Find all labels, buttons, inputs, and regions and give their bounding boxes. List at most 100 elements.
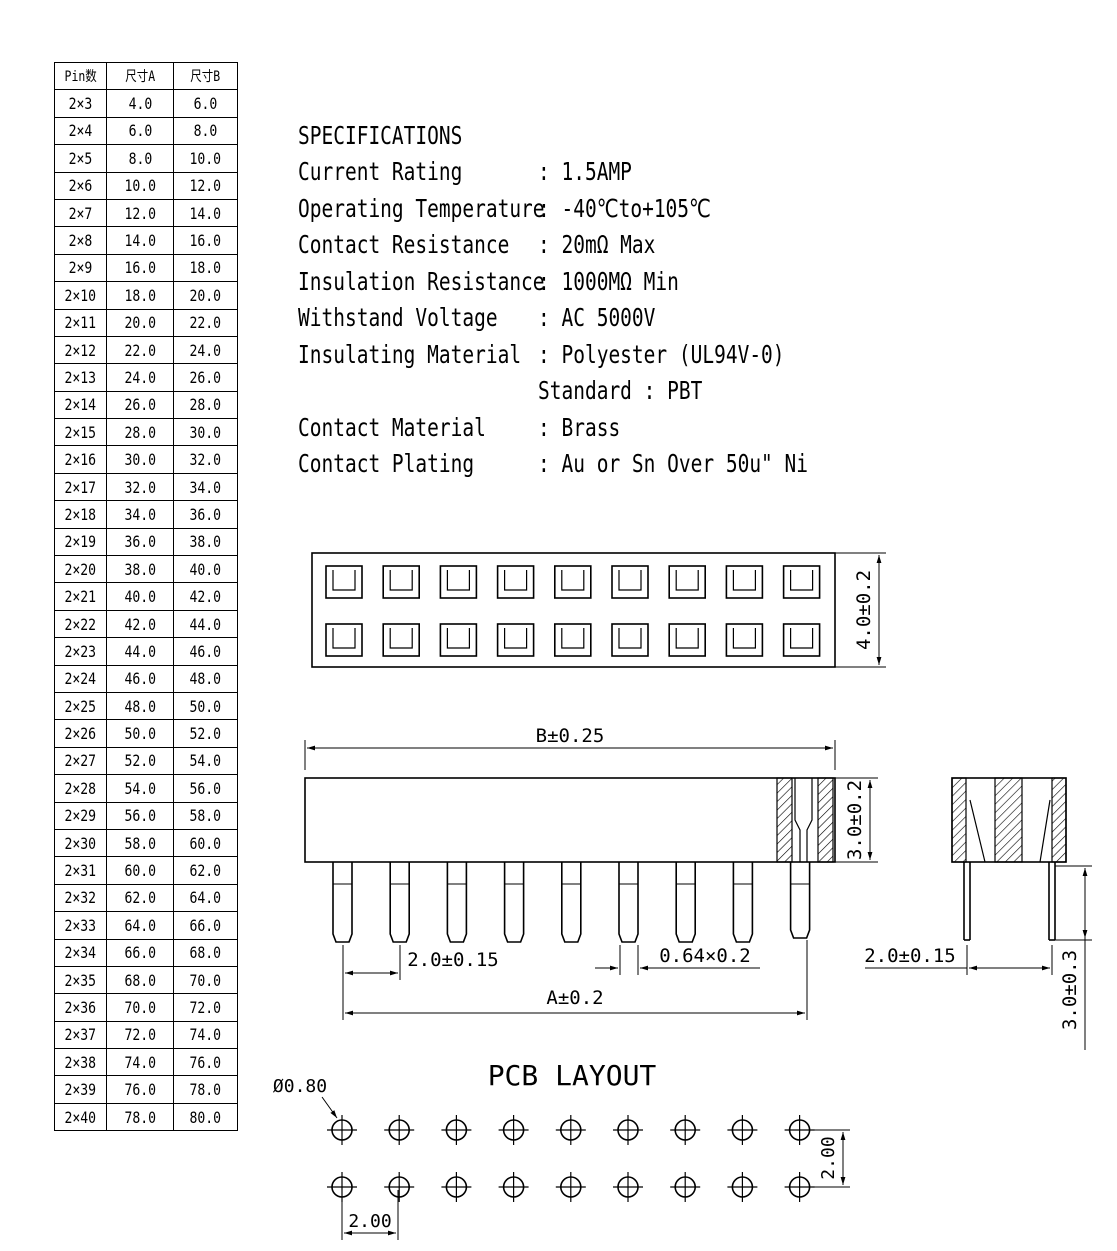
contact-cavity xyxy=(496,565,535,599)
pin-count-cell: 2×16 xyxy=(54,445,107,474)
size-a-cell: 44.0 xyxy=(106,637,174,666)
side-tail-label: 3.0±0.3 xyxy=(1059,950,1081,1030)
spec-value: : Au or Sn Over 50u" Ni xyxy=(538,449,809,478)
side-view xyxy=(865,777,1092,1050)
header-pin-count: Pin数 xyxy=(54,61,107,91)
pin-count-cell: 2×25 xyxy=(54,691,107,721)
contact-cavity xyxy=(553,565,592,599)
spec-value: : Polyester (UL94V-0) xyxy=(538,339,785,369)
spec-value: : 1.5AMP xyxy=(538,157,632,186)
contact-cavity xyxy=(439,623,478,657)
contact-cavity xyxy=(725,623,764,657)
size-a-cell: 18.0 xyxy=(106,281,174,310)
pin xyxy=(332,862,353,943)
size-a-cell: 20.0 xyxy=(106,308,174,337)
pin-count-cell: 2×36 xyxy=(54,993,107,1022)
pin-count-cell: 2×12 xyxy=(54,335,107,365)
size-a-cell: 62.0 xyxy=(106,883,174,913)
size-b-cell: 22.0 xyxy=(173,308,238,337)
pcb-hole xyxy=(384,1115,415,1145)
contact-cavity xyxy=(439,565,478,599)
spec-row: Withstand Voltage: AC 5000V xyxy=(298,300,655,337)
spec-value: : AC 5000V xyxy=(538,303,656,332)
pcb-hole xyxy=(555,1172,586,1202)
spec-value: : -40℃to+105℃ xyxy=(538,193,711,223)
pcb-hole xyxy=(555,1115,586,1145)
size-b-cell: 24.0 xyxy=(173,335,238,365)
size-a-cell: 64.0 xyxy=(106,911,174,940)
contact-cavity xyxy=(325,623,363,657)
size-a-cell: 6.0 xyxy=(106,116,174,146)
size-a-cell: 34.0 xyxy=(106,500,174,529)
size-b-cell: 34.0 xyxy=(173,472,238,502)
size-a-cell: 8.0 xyxy=(106,144,174,173)
pin-count-cell: 2×17 xyxy=(54,472,107,502)
pcb-hole xyxy=(727,1172,758,1202)
spec-row: Standard : PBT xyxy=(298,373,702,410)
size-b-cell: 36.0 xyxy=(173,500,238,529)
size-b-cell: 28.0 xyxy=(173,390,238,420)
pitch-label: 2.0±0.15 xyxy=(407,949,499,971)
pin-count-cell: 2×4 xyxy=(54,116,107,146)
pin-count-cell: 2×35 xyxy=(54,965,107,995)
size-b-cell: 44.0 xyxy=(173,609,238,639)
spec-label: Contact Plating xyxy=(298,449,475,478)
contact-cavity xyxy=(325,565,363,599)
contact-cavity xyxy=(725,565,764,599)
side-pitch-label: 2.0±0.15 xyxy=(864,945,956,967)
contact-cavity xyxy=(782,565,821,599)
contact-cavity xyxy=(382,565,421,599)
spec-row: Contact Resistance: 20mΩ Max xyxy=(298,227,655,264)
top-view-body xyxy=(311,552,836,668)
spec-value: : 20mΩ Max xyxy=(538,230,656,259)
pin-count-cell: 2×34 xyxy=(54,938,107,967)
body-height-label: 3.0±0.2 xyxy=(844,780,866,860)
contact-cavity xyxy=(496,623,535,657)
contact-cavity xyxy=(782,623,821,657)
size-b-cell: 8.0 xyxy=(173,116,238,146)
size-a-cell: 12.0 xyxy=(106,198,174,228)
pcb-hole xyxy=(498,1172,529,1202)
table-header-row: Pin数 尺寸A 尺寸B xyxy=(54,61,238,91)
spec-label: Insulation Resistance xyxy=(298,266,545,296)
spec-value: : Brass xyxy=(538,412,621,442)
pcb-hole xyxy=(327,1115,357,1145)
pcb-hole xyxy=(384,1172,415,1202)
size-a-cell: 76.0 xyxy=(106,1075,174,1104)
pin xyxy=(675,862,696,943)
spec-row: Insulation Resistance: 1000MΩ Min xyxy=(298,264,679,301)
size-a-cell: 52.0 xyxy=(106,746,174,776)
pin xyxy=(503,862,525,943)
pin-count-cell: 2×38 xyxy=(54,1048,107,1077)
pin-count-cell: 2×23 xyxy=(54,637,107,666)
pcb-hole xyxy=(670,1115,701,1145)
body-length-label: B±0.25 xyxy=(536,725,605,747)
spec-row: Insulating Material: Polyester (UL94V-0) xyxy=(298,337,785,374)
size-b-cell: 20.0 xyxy=(173,281,238,310)
size-a-cell: 72.0 xyxy=(106,1020,174,1050)
header-size-b: 尺寸B xyxy=(173,61,238,91)
pin xyxy=(561,862,582,943)
pin-count-cell: 2×20 xyxy=(54,555,107,584)
pin xyxy=(446,862,468,943)
pin-span-label: A±0.2 xyxy=(546,987,603,1009)
pin xyxy=(789,862,811,939)
size-a-cell: 26.0 xyxy=(106,390,174,420)
